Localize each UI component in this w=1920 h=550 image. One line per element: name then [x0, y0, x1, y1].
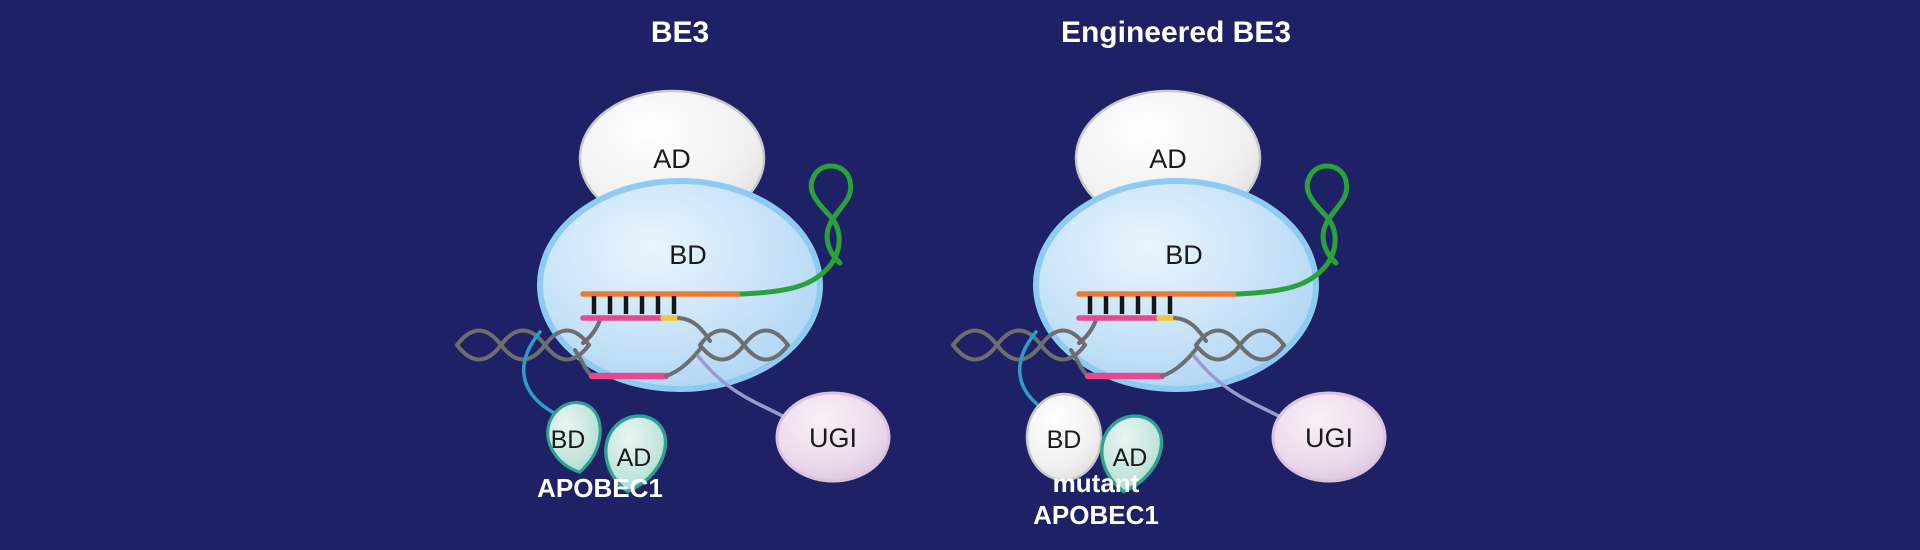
mutant-apobec1-name-line1: mutant [1053, 468, 1140, 498]
engineered-be3-diagram: Engineered BE3 AD BD BD AD mutant APOBEC… [953, 16, 1385, 530]
mutant-apobec1-ad-label: AD [1113, 444, 1148, 472]
mutant-apobec1-bd-label: BD [1047, 426, 1082, 454]
ugi-label: UGI [1305, 423, 1353, 453]
cas9-bd-label: BD [1165, 240, 1203, 270]
be3-diagram: BE3 AD BD BD AD APOBEC1 UGI [457, 16, 889, 503]
cas9-ad-label: AD [653, 144, 691, 174]
ugi-label: UGI [809, 423, 857, 453]
cas9-ad-label: AD [1149, 144, 1187, 174]
engineered-be3-title: Engineered BE3 [1061, 16, 1291, 49]
be3-title: BE3 [651, 16, 709, 49]
cas9-bd-label: BD [669, 240, 707, 270]
apobec1-ad-label: AD [617, 444, 652, 472]
apobec1-name-label: APOBEC1 [537, 473, 663, 503]
mutant-apobec1-name-line2: APOBEC1 [1033, 500, 1159, 530]
mutant-apobec1-bd-ellipse [1025, 392, 1103, 482]
apobec1-bd-label: BD [551, 426, 586, 454]
